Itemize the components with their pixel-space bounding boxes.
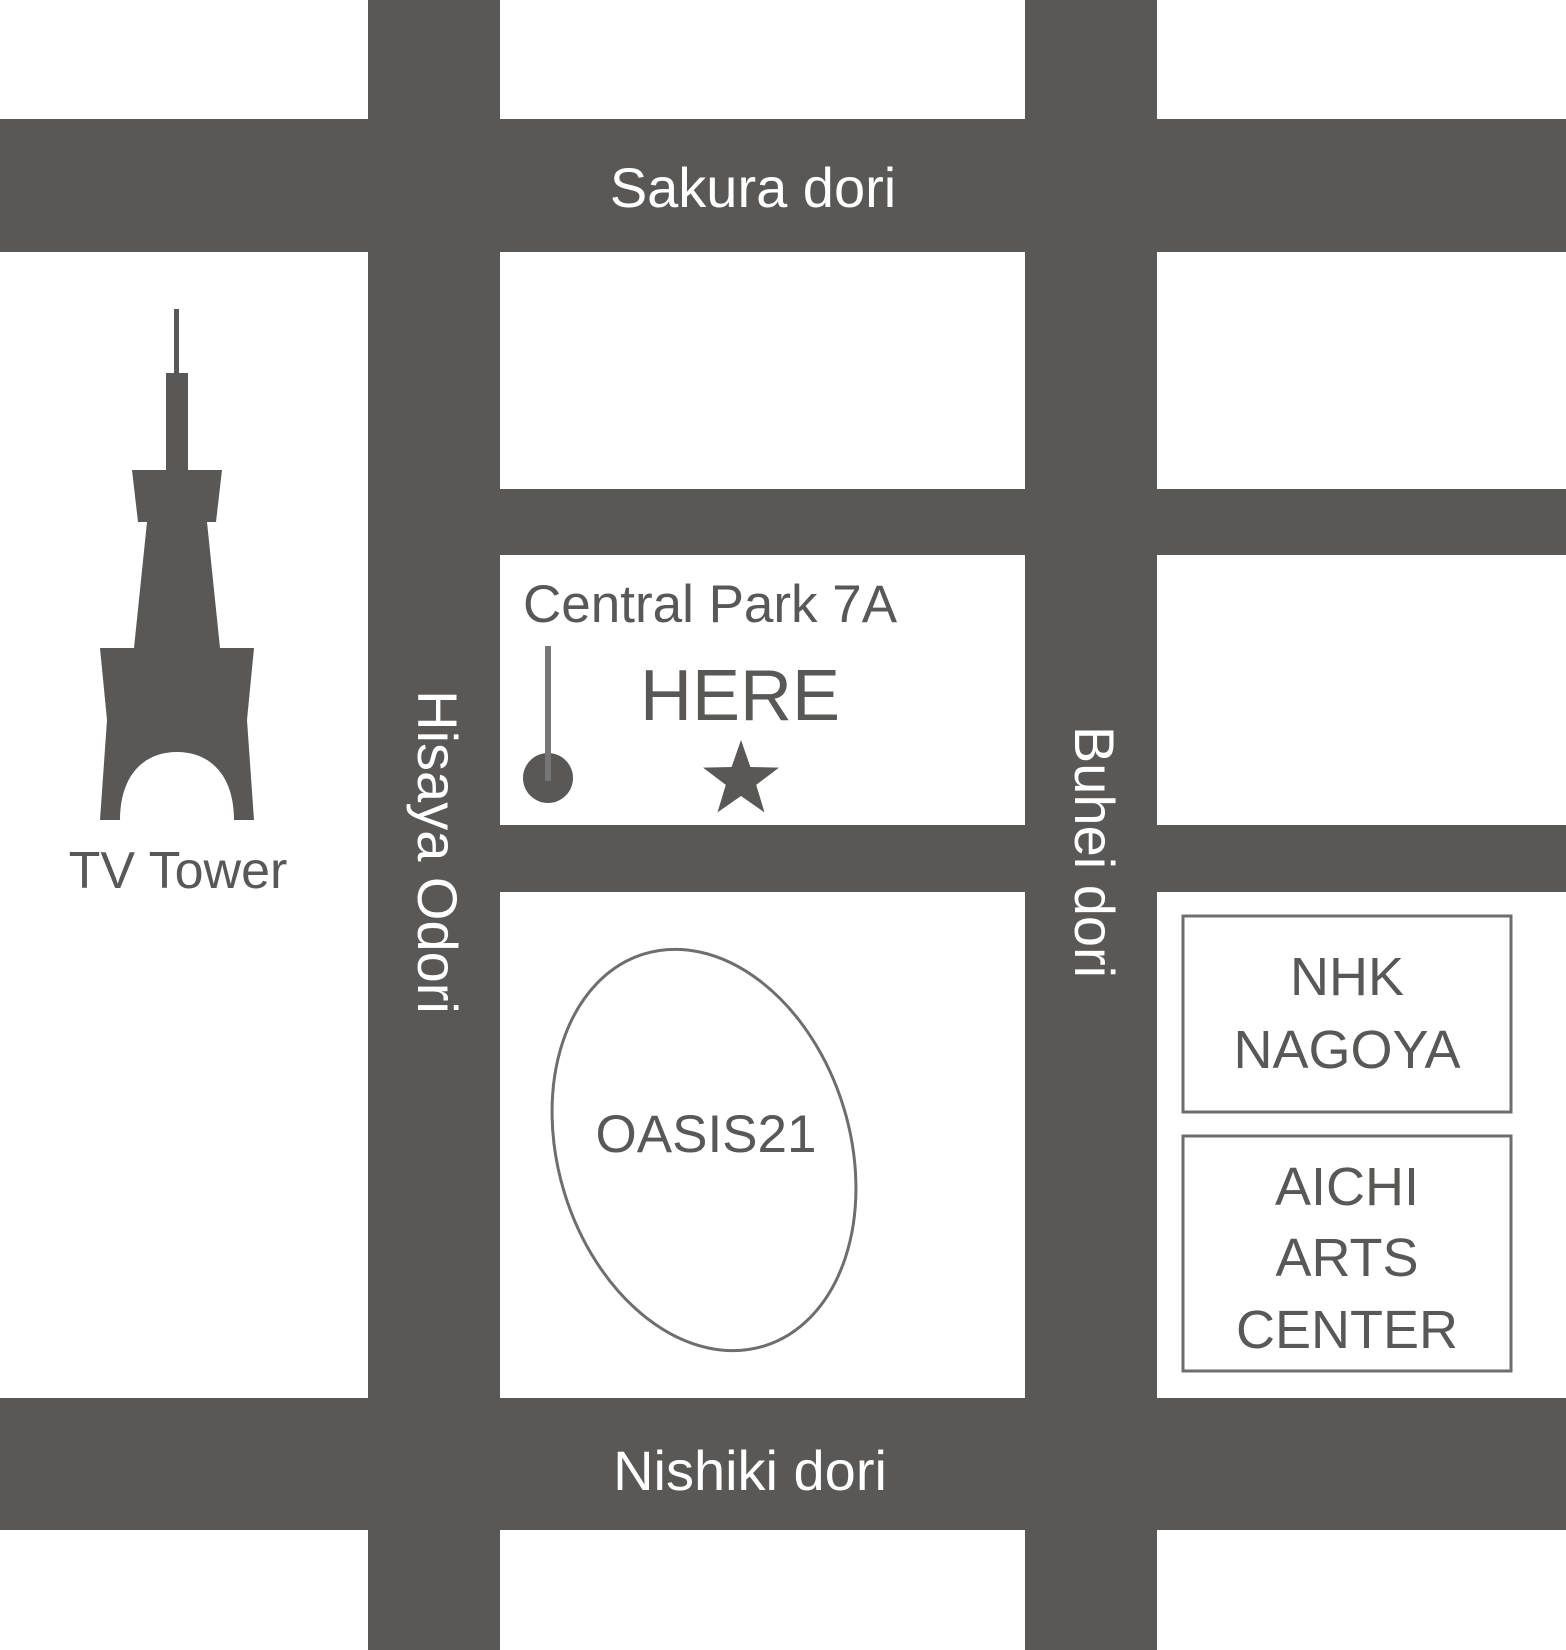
road-label-sakura: Sakura dori [610,156,896,219]
nhk-label-line-1: NHK [1290,947,1404,1007]
road-lower-side-street [368,825,1566,892]
road-label-hisaya: Hisaya Odori [406,690,469,1014]
road-sakura-dori [0,119,1566,252]
road-label-buhei: Buhei dori [1063,726,1126,978]
aichi-label-line-2: ARTS [1275,1228,1418,1288]
central-park-label: Central Park 7A [523,575,898,634]
aichi-label-line-1: AICHI [1275,1157,1419,1217]
oasis21-outline [550,947,858,1353]
star-icon [703,740,779,813]
map-pin-icon [523,646,573,803]
tv-tower-label: TV Tower [69,842,288,900]
road-nishiki-dori [0,1398,1566,1530]
road-label-nishiki: Nishiki dori [613,1439,887,1502]
oasis21-label: OASIS21 [596,1105,817,1164]
here-label: HERE [640,656,840,736]
nhk-label-line-2: NAGOYA [1233,1020,1460,1080]
aichi-arts-center-box [1181,1134,1513,1373]
tower-icon [100,309,254,820]
road-upper-side-street [368,489,1566,555]
aichi-label-line-3: CENTER [1236,1300,1458,1360]
nhk-nagoya-box [1181,914,1513,1114]
